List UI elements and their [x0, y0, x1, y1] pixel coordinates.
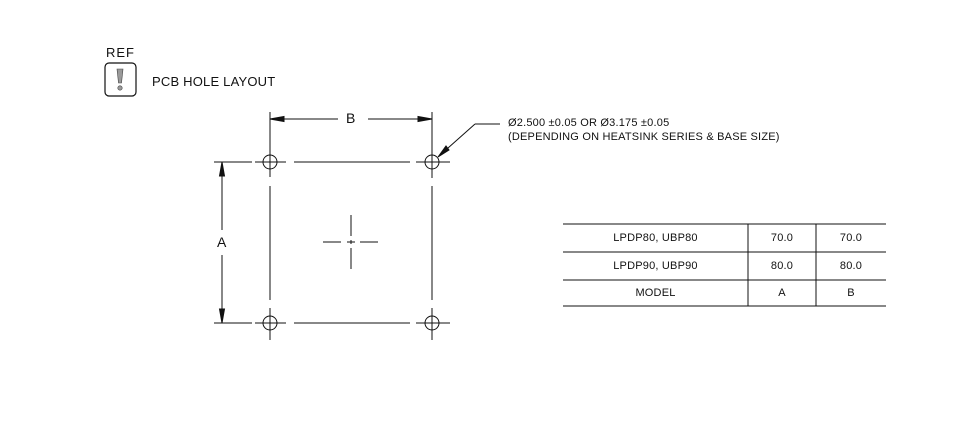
table-cell-a: 70.0: [770, 232, 794, 244]
exclamation-icon: [104, 62, 137, 97]
hole-note-line1: Ø2.500 ±0.05 OR Ø3.175 ±0.05: [508, 117, 670, 129]
hole-center-lines: [269, 161, 433, 324]
table-cell-model: LPDP90, UBP90: [613, 260, 698, 272]
dimension-table: [563, 223, 886, 307]
dimension-a: [214, 161, 252, 324]
mounting-hole: [416, 308, 450, 340]
table-cell-b: 70.0: [839, 232, 863, 244]
table-cell-model: LPDP80, UBP80: [613, 232, 698, 244]
dimension-a-label: A: [217, 234, 227, 250]
mounting-hole: [255, 147, 286, 177]
mounting-hole: [416, 146, 450, 178]
table-cell-b: 80.0: [839, 260, 863, 272]
table-header-a: A: [778, 287, 786, 299]
hole-note-leader: [437, 123, 500, 158]
mounting-hole: [255, 308, 286, 340]
ref-label: REF: [106, 45, 135, 60]
page-title: PCB HOLE LAYOUT: [152, 74, 276, 89]
table-cell-a: 80.0: [770, 260, 794, 272]
dimension-b: [269, 112, 433, 148]
table-header-b: B: [847, 287, 855, 299]
center-mark: [323, 215, 378, 269]
hole-note-line2: (DEPENDING ON HEATSINK SERIES & BASE SIZ…: [508, 131, 780, 143]
table-header-model: MODEL: [635, 287, 676, 299]
dimension-b-label: B: [346, 110, 356, 126]
